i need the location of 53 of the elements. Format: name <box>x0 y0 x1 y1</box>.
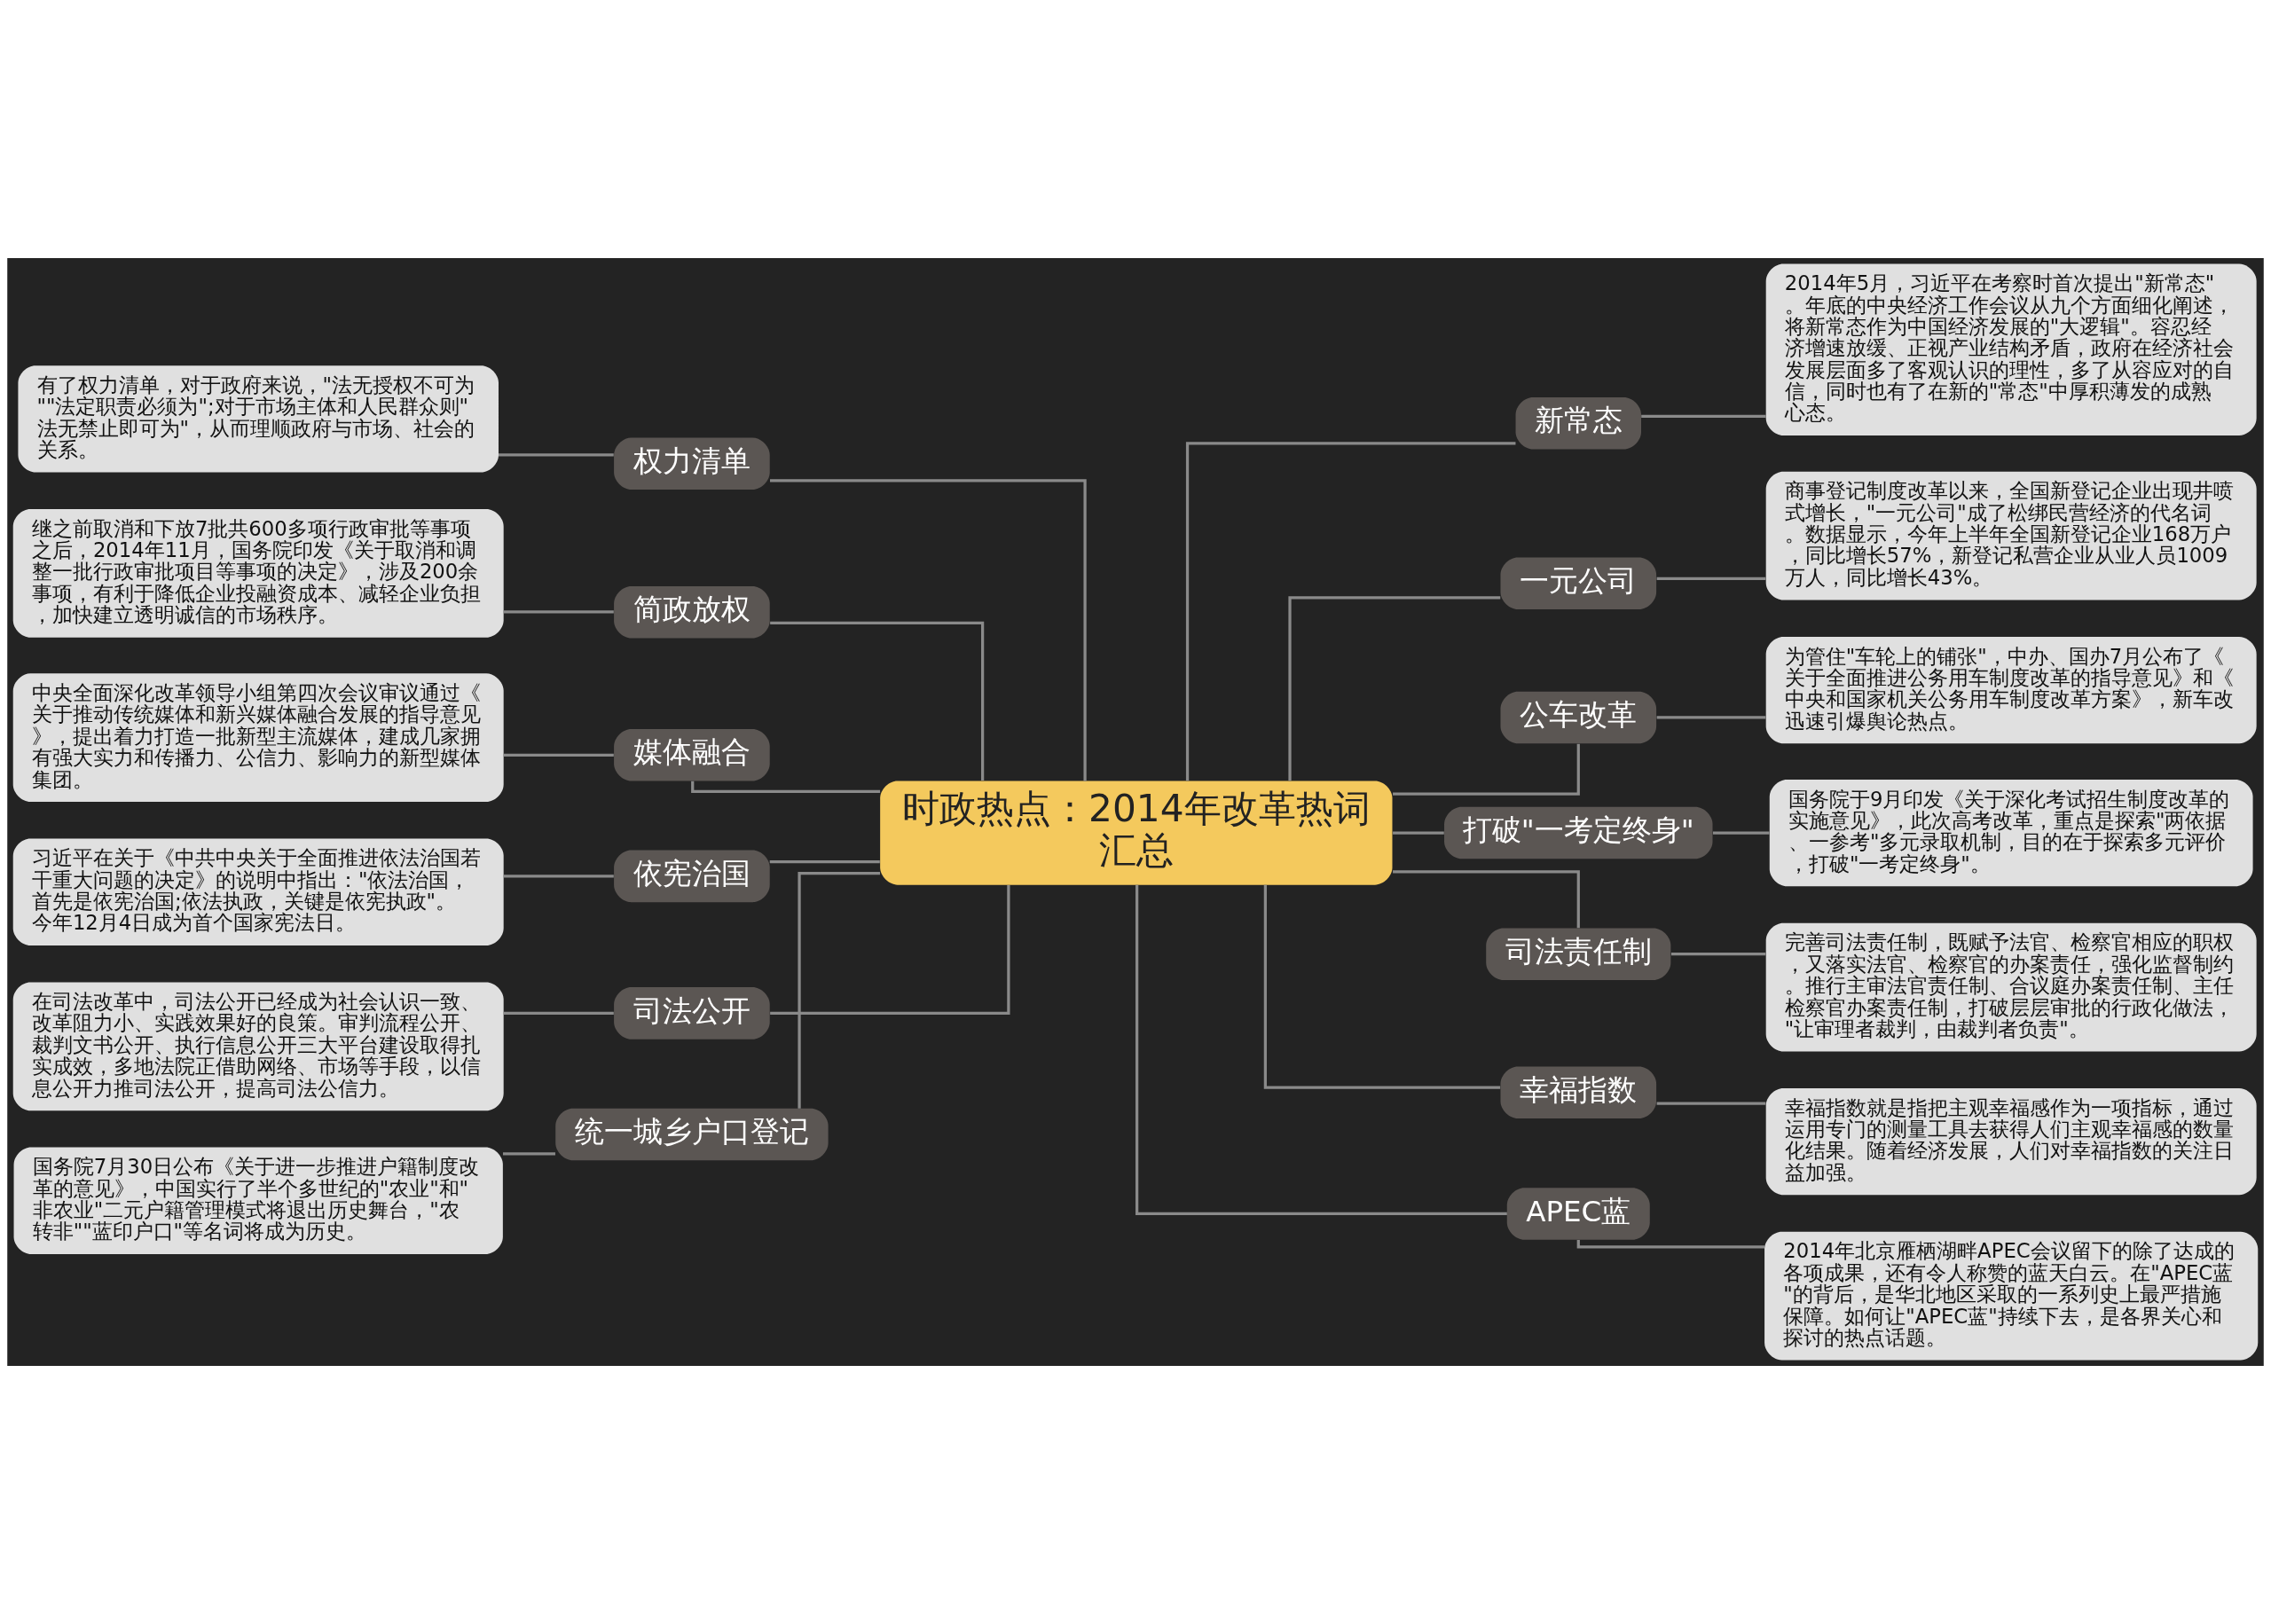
node-box: 中央全面深化改革领导小组第四次会议审议通过《关于推动传统媒体和新兴媒体融合发展的指导意见》，提出着力打造一批新型主流媒体，建成几家拥有强大实力和传播力、公信力、影响力的新型媒体集团。 <box>12 673 504 803</box>
node-box: 2014年5月，习近平在考察时首次提出"新常态"。年底的中央经济工作会议从九个方面细化阐述，将新常态作为中国经济发展的"大逻辑"。容忍经济增速放缓、正视产业结构矛盾，政府在经济社会发展层面多了客观认识的理性，多了从容应对的自信，同时也有了在新的"常态"中厚积薄发的成熟心态。 <box>1765 263 2257 436</box>
node-box: 为管住"车轮上的铺张"，中办、国办7月公布了《关于全面推进公务用车制度改革的指导意见》和《中央和国家机关公务用车制度改革方案》，新车改迅速引爆舆论热点。 <box>1765 636 2257 744</box>
node-box: 一元公司 <box>1500 557 1657 609</box>
node-box: 媒体融合 <box>614 729 770 781</box>
node-box: 幸福指数就是指把主观幸福感作为一项指标，通过运用专门的测量工具去获得人们主观幸福感的数量化结果。随着经济发展，人们对幸福指数的关注日益加强。 <box>1765 1087 2257 1196</box>
connector <box>503 753 614 757</box>
node-box: 统一城乡户口登记 <box>555 1108 829 1161</box>
connector <box>770 479 1087 781</box>
connector <box>691 781 881 793</box>
connector <box>1713 831 1770 835</box>
connector <box>499 453 614 457</box>
connector <box>503 875 614 878</box>
node-box: 习近平在关于《中共中央关于全面推进依法治国若干重大问题的决定》的说明中指出："依法治国，首先是依宪治国;依法执政，关键是依宪执政"。今年12月4日成为首个国家宪法日。 <box>12 838 504 945</box>
connector <box>1393 870 1580 929</box>
connector <box>770 621 985 781</box>
node-box: 依宪治国 <box>614 850 770 903</box>
node-box: 打破"一考定终身" <box>1444 806 1713 859</box>
node-box: 司法公开 <box>614 987 770 1040</box>
node-box: 权力清单 <box>614 437 770 490</box>
node-box: 司法责任制 <box>1486 928 1671 980</box>
connector <box>1136 884 1507 1216</box>
connector <box>1263 884 1501 1089</box>
connector <box>798 872 881 1109</box>
connector <box>770 884 1010 1015</box>
node-box: 新常态 <box>1515 396 1641 450</box>
connector <box>1185 442 1516 781</box>
connector <box>1670 953 1766 956</box>
connector <box>1641 414 1766 419</box>
connector <box>1656 716 1766 719</box>
node-box: APEC蓝 <box>1506 1188 1650 1240</box>
node-box: 幸福指数 <box>1500 1066 1657 1119</box>
connector <box>1656 1102 1766 1105</box>
connector <box>503 1152 555 1156</box>
node-box: 有了权力清单，对于政府来说，"法无授权不可为""法定职责必须为";对于市场主体和人民群众则"法无禁止即可为"，从而理顺政府与市场、社会的关系。 <box>18 365 499 473</box>
connector <box>503 610 614 614</box>
node-box: 2014年北京雁栖湖畔APEC会议留下的除了达成的各项成果，还有令人称赞的蓝天白云。在"APEC蓝"的背后，是华北地区采取的一系列史上最严措施保障。如何让"APEC蓝"持续下去，是各界关心和探讨的热点话题。 <box>1764 1231 2259 1361</box>
connector <box>769 860 880 864</box>
connector <box>503 1011 614 1015</box>
node-box: 商事登记制度改革以来，全国新登记企业出现井喷式增长，"一元公司"成了松绑民营经济的代名词。数据显示，今年上半年全国新登记企业168万户，同比增长57%，新登记私营企业从业人员1009万人，同比增长43%。 <box>1765 471 2257 600</box>
node-box: 时政热点：2014年改革热词汇总 <box>880 781 1393 885</box>
connector <box>1393 743 1580 796</box>
connector <box>1656 577 1766 581</box>
connector <box>1576 1239 1764 1249</box>
node-box: 国务院7月30日公布《关于进一步推进户籍制度改革的意见》，中国实行了半个多世纪的"农业"和"非农业"二元户籍管理模式将退出历史舞台，"农转非""蓝印户口"等名词将成为历史。 <box>13 1147 503 1254</box>
connector <box>1288 596 1501 781</box>
node-box: 继之前取消和下放7批共600多项行政审批等事项之后，2014年11月，国务院印发《关于取消和调整一批行政审批项目等事项的决定》，涉及200余事项，有利于降低企业投融资成本、减轻企业负担，加快建立透明诚信的市场秩序。 <box>12 509 504 638</box>
node-box: 简政放权 <box>614 586 770 639</box>
node-box: 完善司法责任制，既赋予法官、检察官相应的职权，又落实法官、检察官的办案责任，强化监督制约。推行主审法官责任制、合议庭办案责任制、主任检察官办案责任制，打破层层审批的行政化做法，"让审理者裁判，由裁判者负责"。 <box>1765 922 2257 1052</box>
node-box: 在司法改革中，司法公开已经成为社会认识一致、改革阻力小、实践效果好的良策。审判流程公开、裁判文书公开、执行信息公开三大平台建设取得扎实成效，多地法院正借助网络、市场等手段，以信息公开力推司法公开，提高司法公信力。 <box>12 982 504 1111</box>
node-box: 国务院于9月印发《关于深化考试招生制度改革的实施意见》，此次高考改革，重点是探索"两依据、一参考"多元录取机制，目的在于探索多元评价，打破"一考定终身"。 <box>1769 779 2253 887</box>
connector <box>1393 831 1444 835</box>
node-box: 公车改革 <box>1500 691 1657 744</box>
